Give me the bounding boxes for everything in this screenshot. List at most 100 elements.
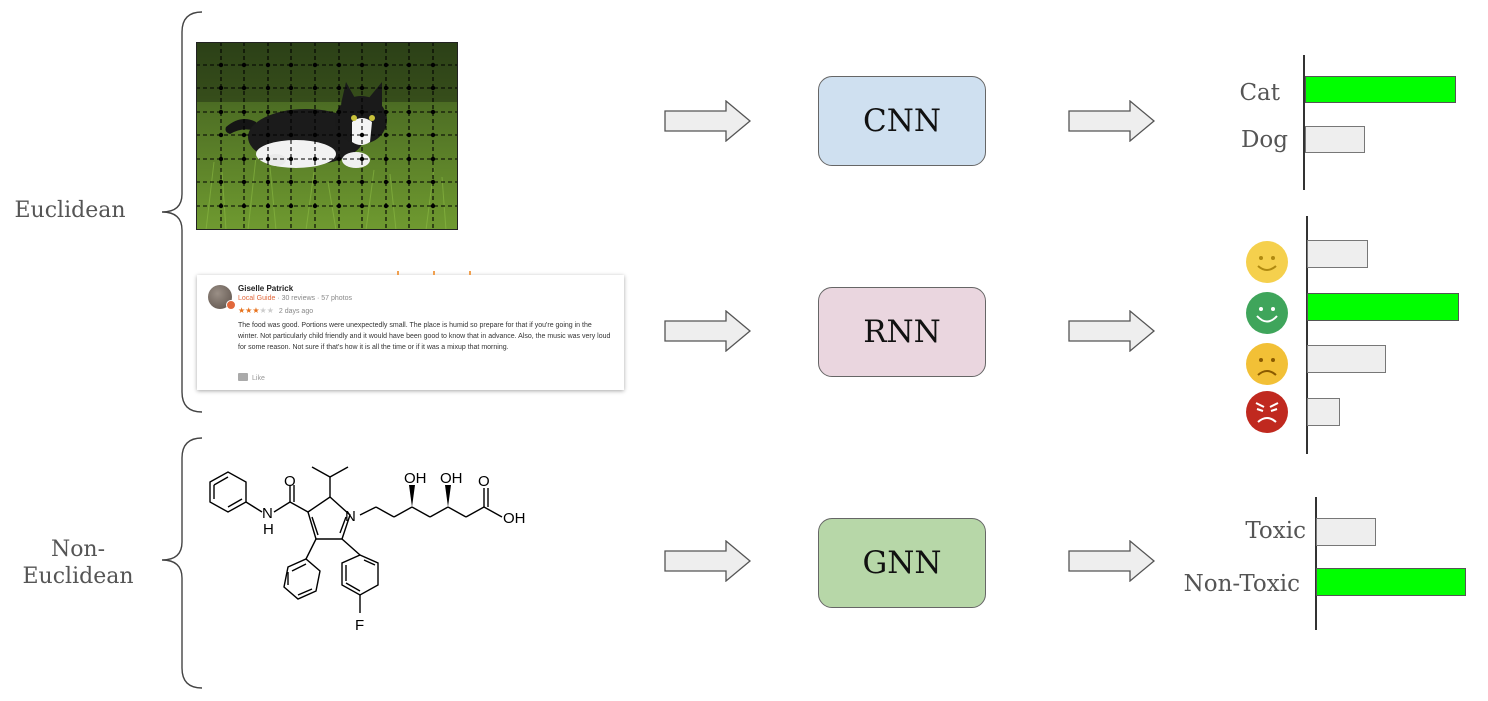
grid-node [218, 179, 224, 185]
cnn-box: CNN [818, 76, 986, 166]
review-text: The food was good. Portions were unexpec… [238, 322, 611, 351]
rnn-bar-smiling [1307, 293, 1459, 321]
carbonyl-o-label: O [284, 473, 296, 490]
rnn-box: RNN [818, 287, 986, 377]
gnn-bar-toxic [1316, 518, 1376, 546]
gnn-output-axis [1315, 497, 1317, 630]
grid-node [265, 156, 271, 162]
grid-node [383, 62, 389, 68]
grid-node [359, 156, 365, 162]
grid-node [265, 179, 271, 185]
acid-o-label: O [478, 473, 490, 490]
arrow-cnn-to-output [1068, 100, 1156, 142]
grid-node [359, 203, 365, 209]
grid-node [312, 85, 318, 91]
grid-node [406, 179, 412, 185]
arrow-rnn-to-output [1068, 310, 1156, 352]
grid-node [359, 62, 365, 68]
grid-node [218, 132, 224, 138]
grid-node [265, 62, 271, 68]
thumbs-up-icon [238, 373, 248, 381]
cnn-label-dog: Dog [1240, 127, 1288, 153]
grid-node [430, 85, 436, 91]
grid-node [241, 62, 247, 68]
reviewer-stats: · 30 reviews · 57 photos [275, 295, 353, 302]
arrow-graph-to-gnn [664, 540, 752, 582]
frowning-face-icon [1246, 343, 1288, 385]
grid-node [430, 62, 436, 68]
review-date: 2 days ago [278, 308, 314, 315]
hydroxyl-1-label: OH [404, 470, 427, 487]
angry-face-icon [1246, 391, 1288, 433]
grid-node [265, 203, 271, 209]
grid-node [430, 109, 436, 115]
cnn-output-axis [1303, 55, 1305, 190]
reviewer-meta: Local Guide · 30 reviews · 57 photos [238, 295, 352, 302]
grid-node [430, 179, 436, 185]
grid-node [265, 85, 271, 91]
euclidean-brace [161, 11, 203, 413]
grid-node [406, 203, 412, 209]
grid-node [312, 109, 318, 115]
grid-node [288, 132, 294, 138]
grid-node [241, 132, 247, 138]
review-card: Giselle Patrick Local Guide · 30 reviews… [197, 271, 624, 390]
grid-node [241, 156, 247, 162]
cat-image [196, 42, 458, 230]
euclidean-label: Euclidean [14, 198, 126, 223]
grid-node [241, 203, 247, 209]
grid-node [430, 203, 436, 209]
grid-node [406, 132, 412, 138]
molecule-structure: O N H N OH OH O OH F [209, 466, 526, 634]
grid-node [218, 109, 224, 115]
grid-node [312, 132, 318, 138]
grid-node [218, 203, 224, 209]
grid-node [288, 179, 294, 185]
grid-node [406, 109, 412, 115]
stars-empty: ★★ [259, 306, 274, 315]
arrow-image-to-cnn [664, 100, 752, 142]
grid-node [336, 109, 342, 115]
amide-h-label: H [263, 521, 274, 538]
arrow-text-to-rnn [664, 310, 752, 352]
pyrrole-n-label: N [345, 508, 356, 525]
rnn-bar-angry [1307, 398, 1340, 426]
grid-node [430, 132, 436, 138]
cnn-bar-cat [1305, 76, 1456, 103]
grid-node [359, 179, 365, 185]
local-guide-label: Local Guide [238, 295, 276, 302]
local-guide-badge-icon [226, 300, 236, 310]
grid-node [336, 62, 342, 68]
grid-node [359, 85, 365, 91]
gnn-bar-non-toxic [1316, 568, 1466, 596]
grid-node [312, 62, 318, 68]
grid-node [312, 156, 318, 162]
grid-node [241, 179, 247, 185]
grid-node [336, 156, 342, 162]
cnn-label-cat: Cat [1239, 80, 1280, 106]
amide-n-label: N [262, 505, 273, 522]
non-euclidean-line2: Euclidean [22, 564, 134, 589]
acid-oh-label: OH [503, 510, 526, 527]
grid-node [312, 203, 318, 209]
grid-node [265, 132, 271, 138]
grid-node [430, 156, 436, 162]
grid-node [288, 62, 294, 68]
grid-node [218, 156, 224, 162]
grid-node [288, 85, 294, 91]
grid-node [288, 156, 294, 162]
grid-node [336, 85, 342, 91]
like-label: Like [252, 375, 265, 382]
slightly-smiling-face-icon [1246, 241, 1288, 283]
grid-node [359, 109, 365, 115]
review-stars: ★★★★★2 days ago [238, 306, 313, 315]
smiling-face-icon [1246, 292, 1288, 334]
grid-node [241, 85, 247, 91]
like-button[interactable]: Like [238, 373, 265, 382]
non-euclidean-brace [161, 437, 203, 689]
grid-node [359, 132, 365, 138]
grid-node [336, 132, 342, 138]
reviewer-name[interactable]: Giselle Patrick [238, 284, 294, 293]
grid-node [288, 109, 294, 115]
grid-node [336, 203, 342, 209]
